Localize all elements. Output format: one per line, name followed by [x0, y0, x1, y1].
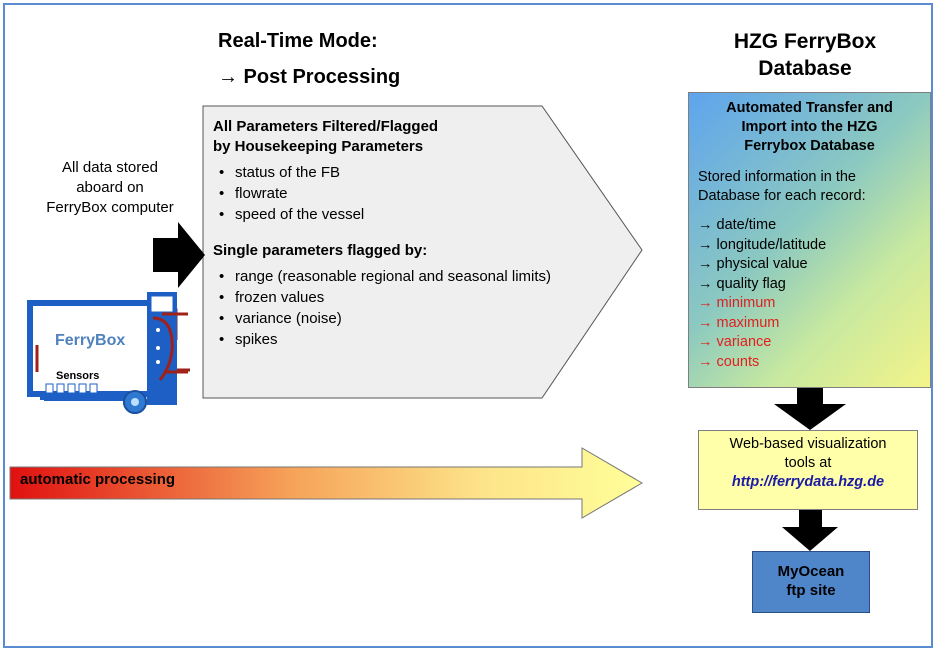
section1-title: All Parameters Filtered/Flagged by House…: [213, 117, 603, 157]
db-record-item: → date/time: [698, 217, 777, 233]
myocean-box: MyOcean ftp site: [752, 551, 870, 613]
database-record-list: → date/time → longitude/latitude → physi…: [698, 216, 930, 372]
database-stored-info: Stored information in the Database for e…: [698, 168, 930, 206]
database-title-line1: HZG FerryBox: [733, 30, 877, 53]
list-item: status of the FB: [213, 163, 603, 182]
list-item: frozen values: [213, 288, 568, 307]
section2-title: Single parameters flagged by:: [213, 242, 428, 259]
database-title: HZG FerryBox Database: [690, 28, 920, 82]
ferrybox-label: FerryBox: [55, 332, 126, 349]
db-record-item: → longitude/latitude: [698, 236, 827, 253]
list-item: variance (noise): [213, 309, 568, 328]
database-title-line2: Database: [758, 57, 852, 80]
section1-list: status of the FB flowrate speed of the v…: [213, 163, 603, 224]
automatic-processing-arrow: [9, 447, 643, 519]
web-visualization-box: Web-based visualization tools at http://…: [698, 430, 918, 510]
database-heading: Automated Transfer and Import into the H…: [689, 99, 930, 156]
diagram-frame: [3, 3, 933, 648]
ferrybox-to-processing-arrow: [153, 222, 205, 288]
automatic-processing-label: automatic processing: [20, 471, 176, 488]
db-record-item: → quality flag: [698, 275, 786, 292]
db-record-item: → minimum: [698, 295, 776, 311]
section1-title-line2: by Housekeeping Parameters: [213, 138, 424, 155]
db-heading-line3: Ferrybox Database: [744, 138, 875, 154]
database-box: Automated Transfer and Import into the H…: [688, 92, 931, 388]
web-line2: tools at: [784, 455, 832, 471]
db-record-item: → physical value: [698, 256, 808, 272]
processing-content: All Parameters Filtered/Flagged by House…: [213, 117, 603, 351]
post-processing-subtitle: → Post Processing: [218, 66, 401, 88]
sensors-label: Sensors: [56, 370, 100, 382]
db-to-web-arrow: [774, 388, 846, 430]
section1-title-line1: All Parameters Filtered/Flagged: [213, 118, 439, 135]
myocean-line1: MyOcean: [777, 563, 845, 580]
db-stored-line2: Database for each record:: [698, 188, 866, 204]
web-line1: Web-based visualization: [729, 436, 887, 452]
list-item: speed of the vessel: [213, 205, 603, 224]
list-item: spikes: [213, 330, 568, 349]
db-heading-line2: Import into the HZG: [741, 119, 878, 135]
list-item: flowrate: [213, 184, 603, 203]
stored-line3: FerryBox computer: [46, 199, 174, 216]
db-record-item: → variance: [698, 334, 772, 350]
stored-line2: aboard on: [76, 179, 144, 196]
section2-list: range (reasonable regional and seasonal …: [213, 267, 568, 349]
web-to-myocean-arrow: [782, 510, 838, 551]
db-stored-line1: Stored information in the: [698, 169, 856, 185]
stored-aboard-label: All data stored aboard on FerryBox compu…: [20, 158, 200, 218]
stored-line1: All data stored: [62, 159, 158, 176]
db-record-item: → counts: [698, 353, 760, 370]
web-url-link[interactable]: http://ferrydata.hzg.de: [731, 474, 885, 490]
list-item: range (reasonable regional and seasonal …: [213, 267, 568, 286]
db-heading-line1: Automated Transfer and: [726, 100, 893, 116]
db-record-item: → maximum: [698, 314, 780, 331]
realtime-mode-title: Real-Time Mode:: [218, 30, 378, 52]
myocean-line2: ftp site: [786, 582, 836, 599]
